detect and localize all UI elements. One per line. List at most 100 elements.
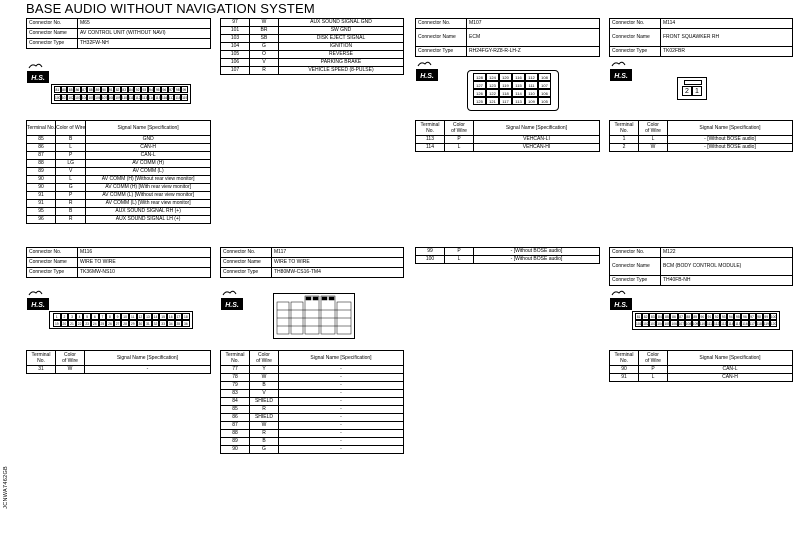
connector-pin: 108 [538, 73, 551, 81]
signal-cell: - [278, 405, 404, 414]
connector-pin: 101 [635, 320, 643, 327]
connector-pin: 115 [154, 94, 161, 101]
connector-pin: 2 [60, 313, 69, 320]
connector-pin: 119 [181, 94, 188, 101]
color-cell: G [55, 183, 87, 192]
connector-pin: 114 [147, 94, 155, 101]
connector-pin: 23 [83, 320, 91, 327]
signal-cell: - [84, 365, 211, 374]
signal-cell: - [278, 421, 404, 430]
connector-pin: 99 [762, 313, 770, 320]
m117-name: WIRE TO WIRE [271, 257, 404, 268]
connector-pin: 97 [167, 86, 175, 93]
color-cell: SHIELD [249, 413, 279, 422]
m116-name: WIRE TO WIRE [77, 257, 211, 268]
connector-pin: 7 [98, 313, 107, 320]
hs-icon: H.S. [609, 58, 633, 82]
connector-pin: 116 [512, 73, 525, 81]
color-cell: V [249, 58, 279, 67]
connector-pin: 14 [151, 313, 160, 320]
color-cell: R [55, 199, 87, 208]
color-cell: P [55, 191, 87, 200]
connector-pin: 2 [682, 86, 692, 96]
terminal-cell: 113 [415, 135, 445, 144]
color-cell: W [638, 143, 668, 152]
connector-pin: 94 [727, 313, 735, 320]
terminal-cell: 95 [25, 207, 57, 216]
m117-no: M117 [271, 247, 404, 258]
m122-type: TH40FB-NH [660, 275, 793, 286]
connector-pin: 115 [734, 320, 742, 327]
hs-icon: H.S. [26, 60, 50, 84]
connector-pin: 89 [691, 313, 699, 320]
connector-pin: 100 [54, 94, 61, 101]
svg-text:H.S.: H.S. [614, 302, 628, 309]
connector-pin: 110 [120, 94, 128, 101]
connector-pin: 81 [54, 86, 61, 93]
connector-pin: 85 [67, 86, 75, 93]
terminal-cell: 88 [25, 159, 57, 168]
connector-pin: 100 [769, 313, 777, 320]
signal-cell: AV COMM (L) [85, 167, 211, 176]
terminal-cell: 101 [220, 26, 250, 35]
color-cell: B [249, 437, 279, 446]
svg-text:H.S.: H.S. [420, 73, 434, 80]
color-cell: W [55, 365, 85, 374]
connector-pin: 116 [741, 320, 749, 327]
connector-pin: 107 [100, 94, 108, 101]
connector-pin: 107 [538, 81, 551, 89]
signal-cell: CAN-L [85, 151, 211, 160]
m114-type: TK02FBR [660, 46, 793, 57]
connector-pin: 118 [174, 94, 182, 101]
connector-pin: 3 [68, 313, 76, 320]
connector-pin: 113 [140, 94, 148, 101]
connector-pin: 86 [74, 86, 81, 93]
terminal-cell: 100 [415, 255, 445, 264]
connector-pin: 117 [167, 94, 175, 101]
connector-pin: 112 [134, 94, 141, 101]
terminal-cell: 91 [25, 199, 57, 208]
connector-pin: 105 [538, 97, 551, 105]
connector-pin: 91 [705, 313, 714, 320]
color-cell: B [55, 135, 87, 144]
connector-pin: 90 [100, 86, 108, 93]
connector-pin: 90 [698, 313, 706, 320]
m122-name: BCM (BODY CONTROL MODULE) [660, 257, 793, 276]
connector-pin: 1 [53, 313, 61, 320]
color-cell: SHIELD [249, 397, 279, 406]
terminal-cell: 86 [25, 143, 57, 152]
connector-pin: 105 [663, 320, 671, 327]
connector-pin: 109 [114, 94, 121, 101]
connector-pin: 10 [121, 313, 129, 320]
signal-cell: - [278, 381, 404, 390]
m65-name: AV CONTROL UNIT (WITHOUT NAVI) [77, 28, 211, 39]
connector-pin: 92 [713, 313, 721, 320]
m114-name: FRONT SQUAWKER RH [660, 28, 793, 47]
connector-pin: 30 [136, 320, 145, 327]
connector-pin: 11 [128, 313, 137, 320]
connector-pin: 5 [83, 313, 91, 320]
connector-pin: 122 [486, 89, 499, 97]
connector-pin: 120 [499, 73, 512, 81]
color-cell: R [55, 215, 87, 224]
connector-pin: 118 [755, 320, 763, 327]
terminal-cell: 79 [220, 381, 250, 390]
hs-icon: H.S. [415, 58, 439, 82]
color-cell: L [444, 255, 474, 264]
connector-pin: 119 [499, 81, 512, 89]
connector-pin: 115 [512, 81, 525, 89]
